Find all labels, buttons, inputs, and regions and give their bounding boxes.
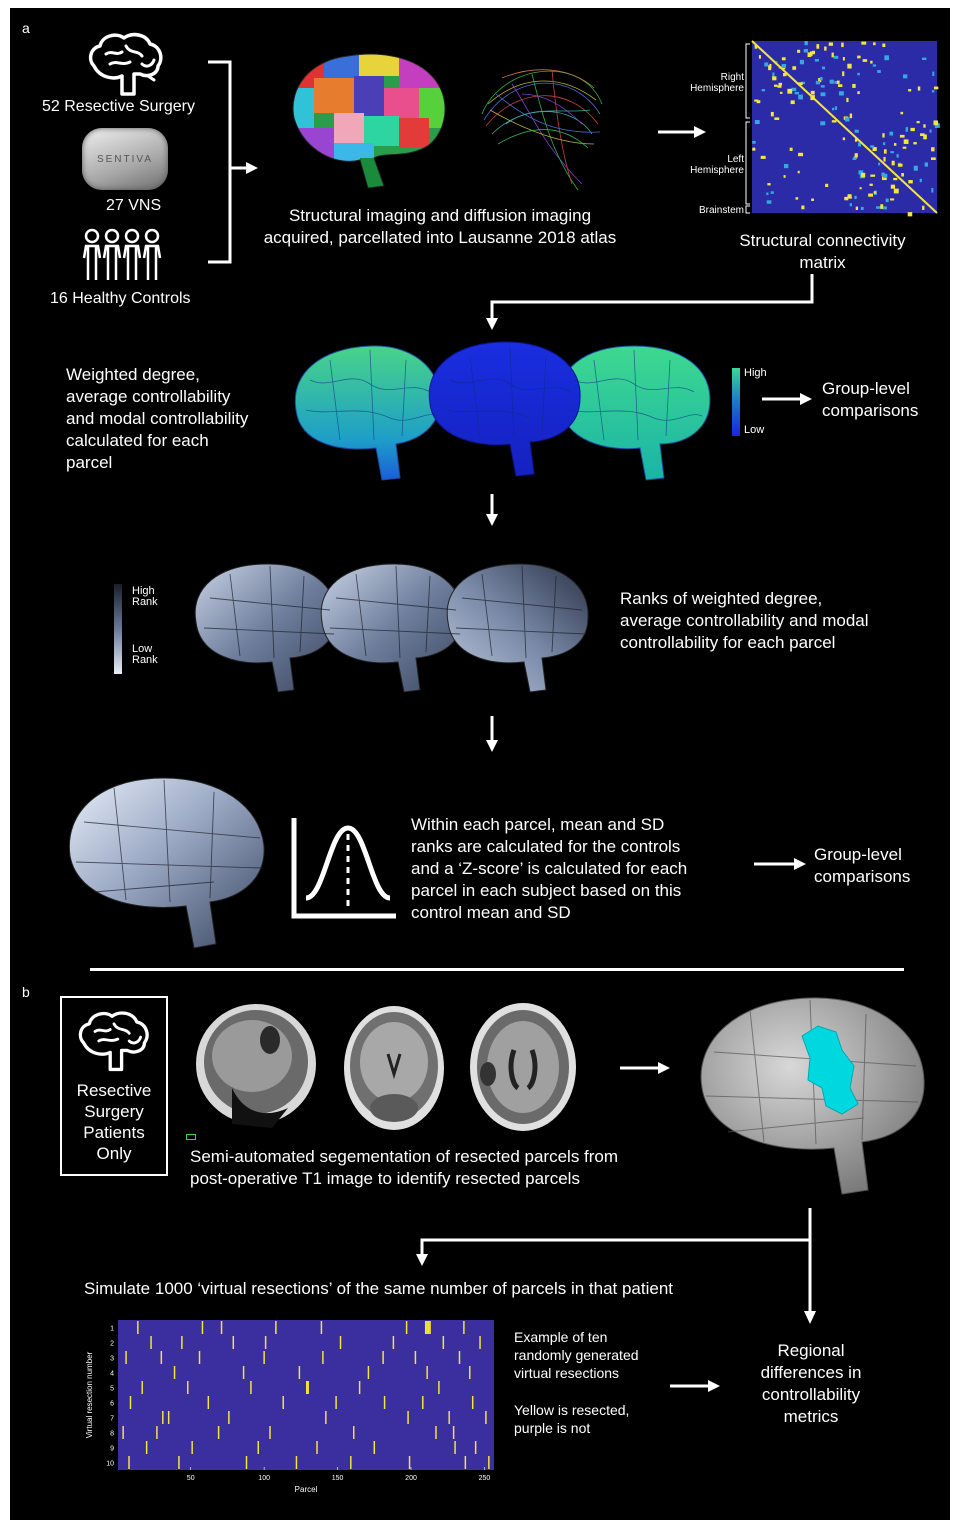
resected-cell [374,1441,375,1454]
resected-cell [465,1456,466,1469]
regional-line-2: differences in [734,1362,888,1384]
resected-cell [191,1441,192,1454]
y-tick-label: 8 [110,1431,114,1438]
resected-cell [353,1426,354,1439]
resected-cell [122,1426,123,1439]
x-tick-label: 150 [332,1475,344,1482]
resected-cell [407,1411,408,1424]
resected-cell [453,1426,454,1439]
resected-cell [454,1441,455,1454]
arrow-to-regional [10,8,950,1408]
resected-cell [325,1411,326,1424]
y-tick-label: 9 [110,1446,114,1453]
resected-cell [228,1411,229,1424]
resected-cell [156,1426,157,1439]
resected-cell [146,1441,147,1454]
resected-cell [316,1441,317,1454]
x-tick-label: 50 [187,1475,195,1482]
resected-cell [178,1456,179,1469]
resected-cell [448,1411,449,1424]
y-tick-label: 7 [110,1416,114,1423]
resected-cell [269,1426,270,1439]
resected-cell [168,1411,169,1424]
resected-cell [296,1456,297,1469]
resected-cell [218,1426,219,1439]
x-tick-label: 100 [258,1475,270,1482]
heatmap-xlabel: Parcel [295,1485,318,1494]
y-tick-label: 10 [106,1461,114,1468]
regional-line-3: controllability [734,1384,888,1406]
resected-cell [258,1441,259,1454]
regional-line-1: Regional [734,1340,888,1362]
resected-cell [246,1456,247,1469]
resected-cell [435,1426,436,1439]
resected-cell [475,1441,476,1454]
x-tick-label: 200 [405,1475,417,1482]
resected-cell [409,1456,410,1469]
resected-cell [350,1456,351,1469]
resected-cell [128,1456,129,1469]
figure-canvas: a 52 Resective Surgery SENTIVA 27 VNS 16… [10,8,950,1520]
resected-cell [485,1411,486,1424]
regional-line-4: metrics [734,1406,888,1428]
resected-cell [488,1456,489,1469]
x-tick-label: 250 [479,1475,491,1482]
legend-line-2: purple is not [514,1419,629,1437]
resected-cell [162,1411,163,1424]
